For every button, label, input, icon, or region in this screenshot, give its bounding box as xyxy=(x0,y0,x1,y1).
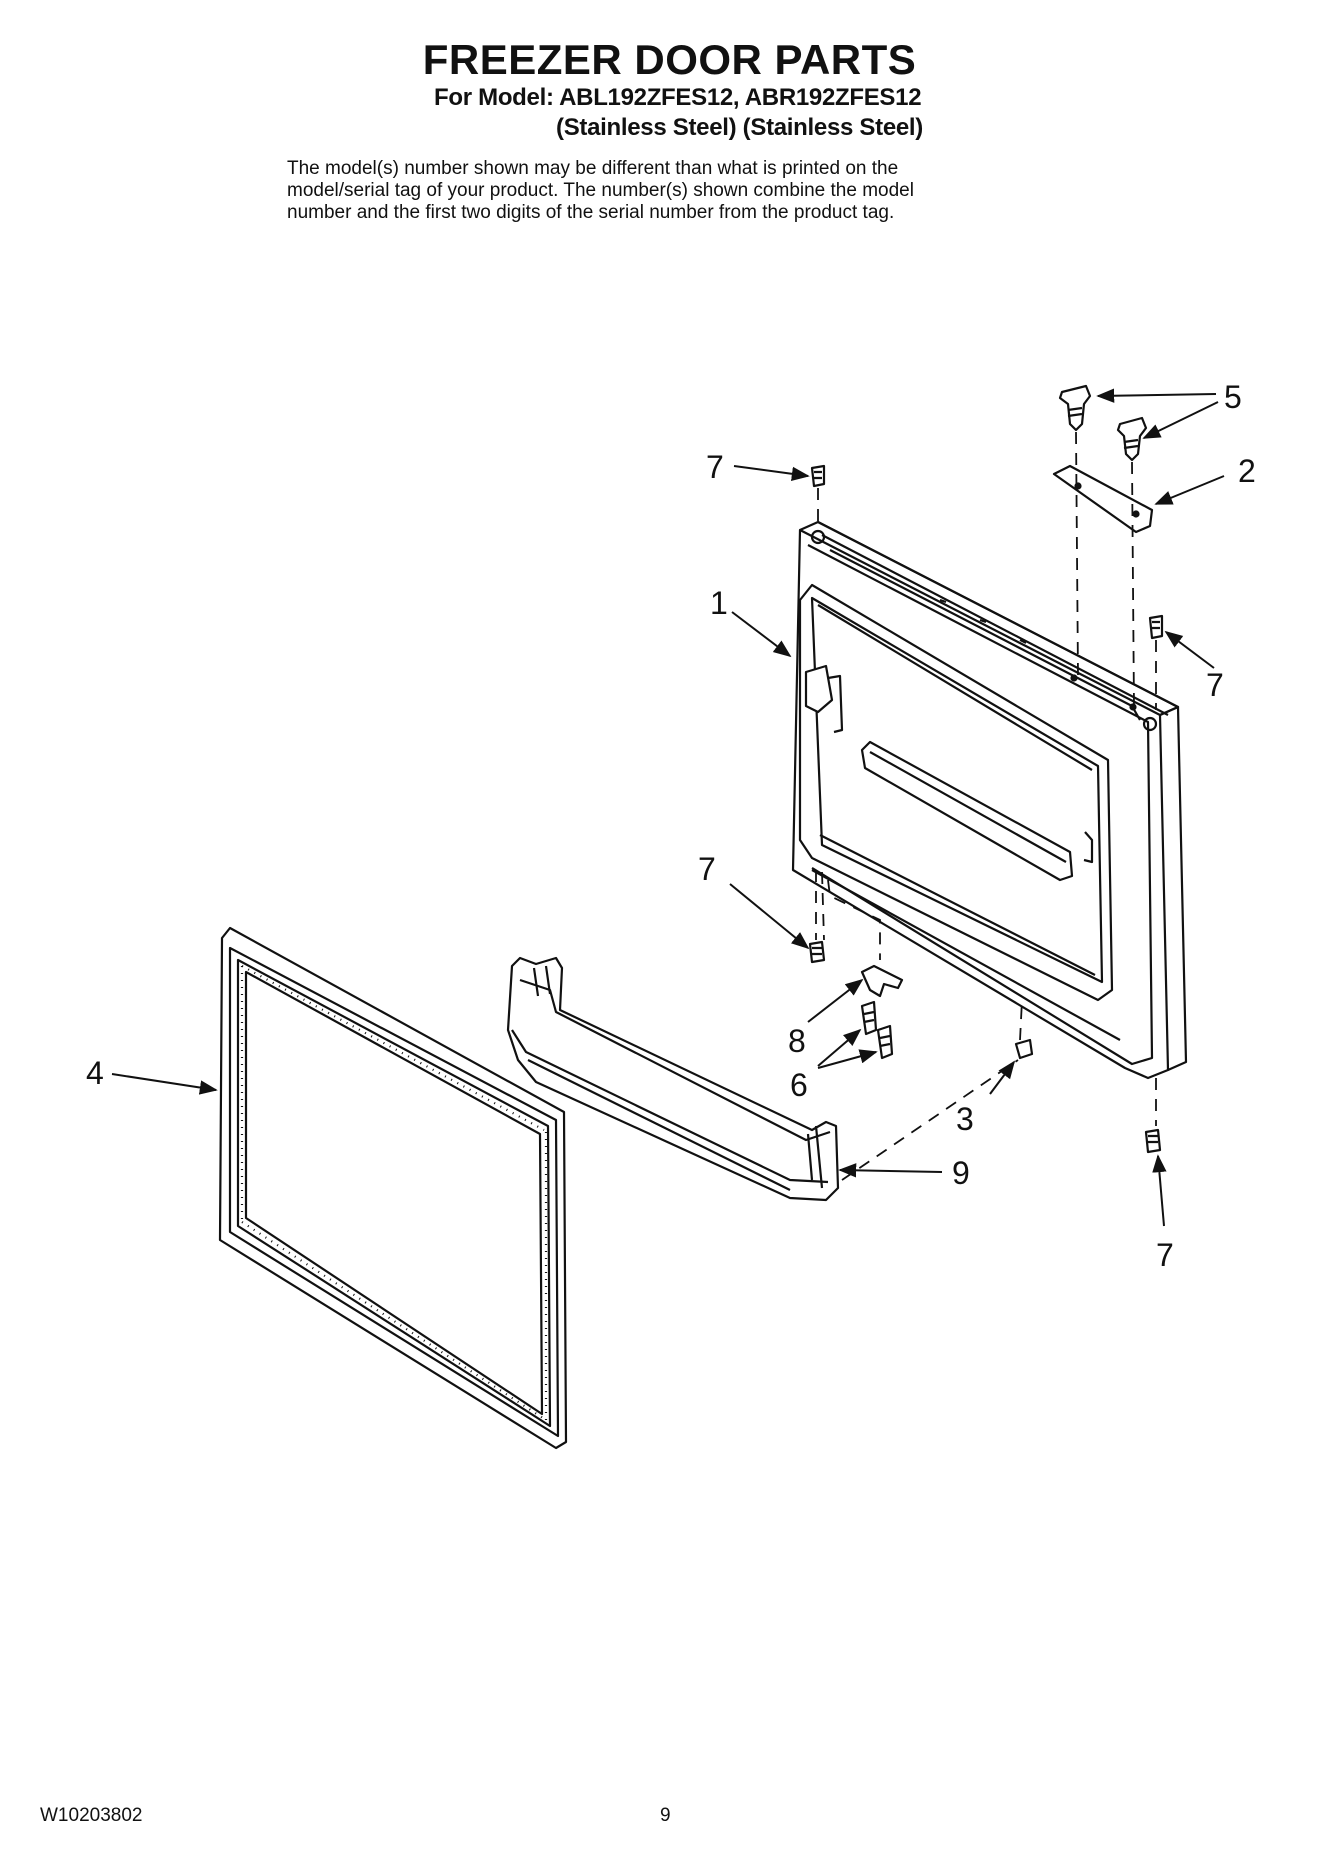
model-number-note: The model(s) number shown may be differe… xyxy=(287,158,1087,224)
callout-3: 3 xyxy=(956,1101,974,1137)
door-liner-part xyxy=(791,520,1188,1080)
document-number: W10203802 xyxy=(40,1805,143,1826)
note-line: number and the first two digits of the s… xyxy=(287,202,895,223)
page-title: FREEZER DOOR PARTS xyxy=(422,36,917,83)
note-line: model/serial tag of your product. The nu… xyxy=(287,180,914,201)
note-line: The model(s) number shown may be differe… xyxy=(287,158,899,179)
callout-9: 9 xyxy=(952,1155,970,1191)
callout-5: 5 xyxy=(1224,379,1242,415)
callout-7: 7 xyxy=(1156,1237,1174,1273)
plug-part xyxy=(808,464,1164,1154)
callout-7: 7 xyxy=(698,851,716,887)
callout-leaders xyxy=(111,388,1225,1227)
assembly-centerlines xyxy=(815,431,1157,1181)
model-numbers: For Model: ABL192ZFES12, ABR192ZFES12 xyxy=(434,84,922,111)
hinge-bracket-part xyxy=(1052,464,1154,534)
door-stop-part xyxy=(1014,1038,1034,1060)
callout-2: 2 xyxy=(1238,453,1256,489)
model-finish: (Stainless Steel) (Stainless Steel) xyxy=(556,114,923,141)
hinge-screw-part xyxy=(1058,384,1148,462)
shelf-screw-part xyxy=(860,1000,894,1060)
callout-6: 6 xyxy=(790,1067,808,1103)
callout-8: 8 xyxy=(788,1023,806,1059)
callout-7: 7 xyxy=(1206,667,1224,703)
callout-4: 4 xyxy=(86,1055,104,1091)
page-number: 9 xyxy=(660,1805,671,1826)
callout-1: 1 xyxy=(710,585,728,621)
shelf-bracket-part xyxy=(860,964,904,998)
callout-7: 7 xyxy=(706,449,724,485)
door-gasket-part xyxy=(218,926,568,1450)
door-shelf-part xyxy=(506,956,840,1202)
